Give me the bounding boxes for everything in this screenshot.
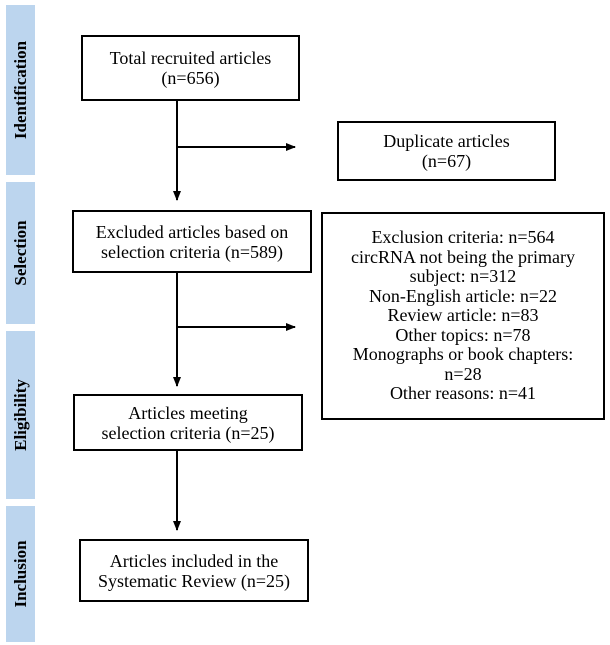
- exclusion-detail-line: n=28: [444, 363, 482, 384]
- exclusion-detail-line: subject: n=312: [409, 266, 517, 287]
- box-articles-meeting-line1: Articles meeting: [128, 402, 248, 423]
- phase-eligibility: Eligibility: [6, 331, 35, 499]
- box-total-recruited: Total recruited articles (n=656): [81, 35, 300, 101]
- phase-selection: Selection: [6, 182, 35, 324]
- box-duplicate-articles-line1: Duplicate articles: [383, 131, 510, 151]
- exclusion-detail-line: Monographs or book chapters:: [352, 344, 574, 365]
- box-excluded-selection-line2: selection criteria (n=589): [100, 241, 284, 262]
- box-excluded-selection-line1: Excluded articles based on: [95, 221, 289, 242]
- phase-identification: Identification: [6, 5, 35, 175]
- box-articles-meeting-line2: selection criteria (n=25): [101, 422, 275, 443]
- box-total-recruited-line2: (n=656): [161, 68, 220, 88]
- box-exclusion-details: Exclusion criteria: n=564 circRNA not be…: [321, 212, 605, 420]
- exclusion-detail-line: Other reasons: n=41: [389, 383, 537, 404]
- box-articles-included: Articles included in the Systematic Revi…: [79, 539, 309, 602]
- exclusion-detail-line: Other topics: n=78: [395, 324, 531, 345]
- box-articles-included-line2: Systematic Review (n=25): [97, 570, 291, 591]
- box-articles-meeting: Articles meeting selection criteria (n=2…: [73, 394, 303, 451]
- box-excluded-selection: Excluded articles based on selection cri…: [72, 210, 312, 273]
- exclusion-detail-line: Exclusion criteria: n=564: [371, 227, 555, 248]
- box-duplicate-articles-line2: (n=67): [421, 151, 472, 171]
- box-articles-included-line1: Articles included in the: [109, 550, 279, 571]
- exclusion-detail-line: Review article: n=83: [387, 305, 539, 326]
- box-duplicate-articles: Duplicate articles (n=67): [337, 121, 556, 181]
- exclusion-detail-line: circRNA not being the primary: [351, 246, 575, 267]
- exclusion-detail-line: Non-English article: n=22: [368, 285, 558, 306]
- phase-inclusion: Inclusion: [6, 506, 35, 642]
- box-total-recruited-line1: Total recruited articles: [109, 48, 272, 68]
